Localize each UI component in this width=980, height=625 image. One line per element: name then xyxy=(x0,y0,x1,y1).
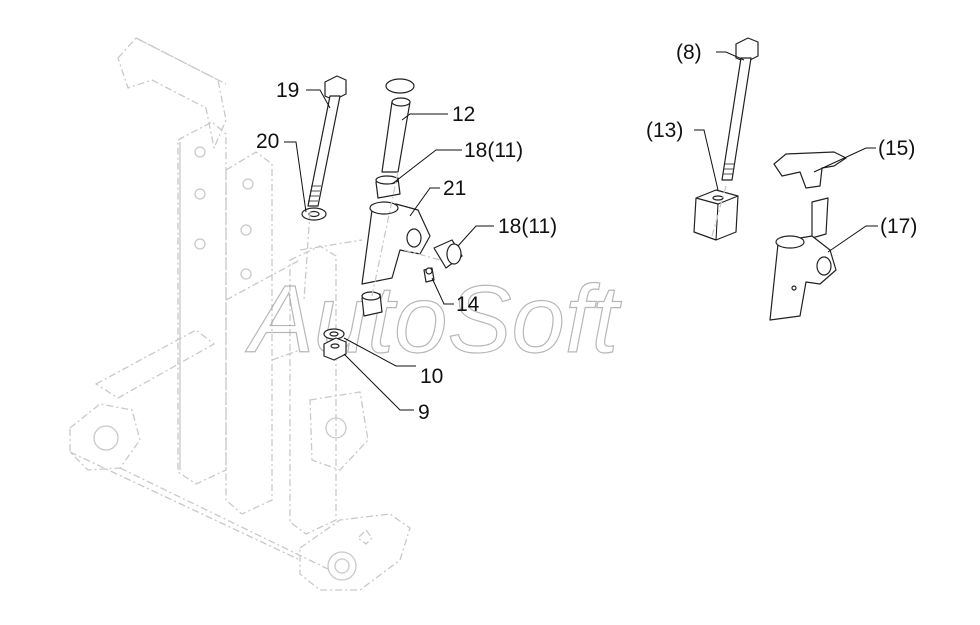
sleeve-17 xyxy=(769,197,837,321)
label-9: 9 xyxy=(418,401,430,424)
clip-15 xyxy=(773,151,847,189)
block-13 xyxy=(693,189,739,241)
callout-labels: 19 20 12 18(11) 21 18(11) 14 10 9 (8) (1… xyxy=(256,41,917,424)
label-13: (13) xyxy=(646,119,683,142)
label-17: (17) xyxy=(880,215,917,238)
pin-12 xyxy=(381,78,415,173)
alignment-axes xyxy=(299,171,727,301)
leader-lines xyxy=(284,51,878,411)
washer-10 xyxy=(323,328,345,340)
watermark-text: AutoSoft xyxy=(245,266,622,373)
label-19: 19 xyxy=(276,79,299,102)
label-10: 10 xyxy=(420,365,443,388)
bushing-18-upper xyxy=(375,175,401,199)
grease-nipple-14 xyxy=(423,267,435,283)
label-20: 20 xyxy=(256,130,279,153)
ghost-frame xyxy=(69,37,411,591)
label-14: 14 xyxy=(456,293,480,316)
nut-9 xyxy=(323,337,347,361)
bushing-18-side xyxy=(433,239,463,269)
label-8: (8) xyxy=(676,41,702,64)
bolt-19 xyxy=(307,75,347,207)
label-18-11-upper: 18(11) xyxy=(464,139,523,162)
label-12: 12 xyxy=(452,103,475,126)
bushing-lower xyxy=(361,291,383,317)
label-21: 21 xyxy=(443,177,466,200)
label-18-11-side: 18(11) xyxy=(498,215,557,238)
label-15: (15) xyxy=(878,137,915,160)
washer-20 xyxy=(301,207,327,221)
bolt-8 xyxy=(721,37,759,181)
